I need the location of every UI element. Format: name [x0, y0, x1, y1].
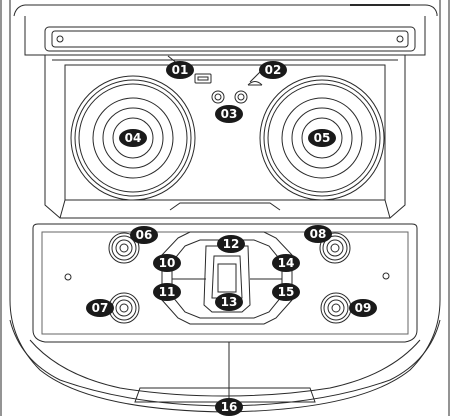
callout-12: 12	[217, 235, 245, 253]
callout-label-05: 05	[314, 131, 331, 145]
callout-label-04: 04	[125, 131, 142, 145]
callout-label-12: 12	[223, 237, 240, 251]
callout-11: 11	[153, 283, 181, 301]
callout-03: 03	[215, 105, 243, 123]
callout-label-16: 16	[221, 400, 238, 414]
callout-07: 07	[86, 299, 114, 317]
callout-label-08: 08	[310, 227, 327, 241]
audio-jacks	[211, 90, 248, 104]
callout-15: 15	[272, 283, 300, 301]
callout-label-06: 06	[136, 228, 153, 242]
callout-label-01: 01	[172, 63, 189, 77]
callout-06: 06	[130, 226, 158, 244]
callout-label-07: 07	[92, 301, 109, 315]
callout-09: 09	[349, 299, 377, 317]
knob-bottom-right	[320, 292, 352, 324]
sd-card-slot-icon	[247, 81, 263, 86]
lower-control-panel	[32, 223, 418, 343]
callout-14: 14	[272, 254, 300, 272]
callout-label-14: 14	[278, 256, 295, 270]
callout-02: 02	[259, 61, 287, 79]
callout-10: 10	[153, 254, 181, 272]
callout-16: 16	[215, 398, 243, 416]
callout-04: 04	[119, 129, 147, 147]
knob-top-right	[319, 232, 351, 264]
callout-05: 05	[308, 129, 336, 147]
callout-label-11: 11	[159, 285, 176, 299]
usb-port-icon	[194, 73, 212, 84]
upper-cabinet	[44, 55, 406, 219]
bottom-handle	[134, 342, 316, 404]
right-woofer	[259, 75, 385, 201]
callout-01: 01	[166, 61, 194, 79]
left-woofer	[70, 75, 196, 201]
callout-label-03: 03	[221, 107, 238, 121]
callout-label-10: 10	[159, 256, 176, 270]
callout-label-02: 02	[265, 63, 282, 77]
knob-top-left	[108, 232, 140, 264]
callout-label-13: 13	[221, 295, 238, 309]
callout-label-15: 15	[278, 285, 295, 299]
callout-label-09: 09	[355, 301, 372, 315]
callout-13: 13	[215, 293, 243, 311]
callout-08: 08	[304, 225, 332, 243]
top-handle-plate	[24, 16, 426, 56]
